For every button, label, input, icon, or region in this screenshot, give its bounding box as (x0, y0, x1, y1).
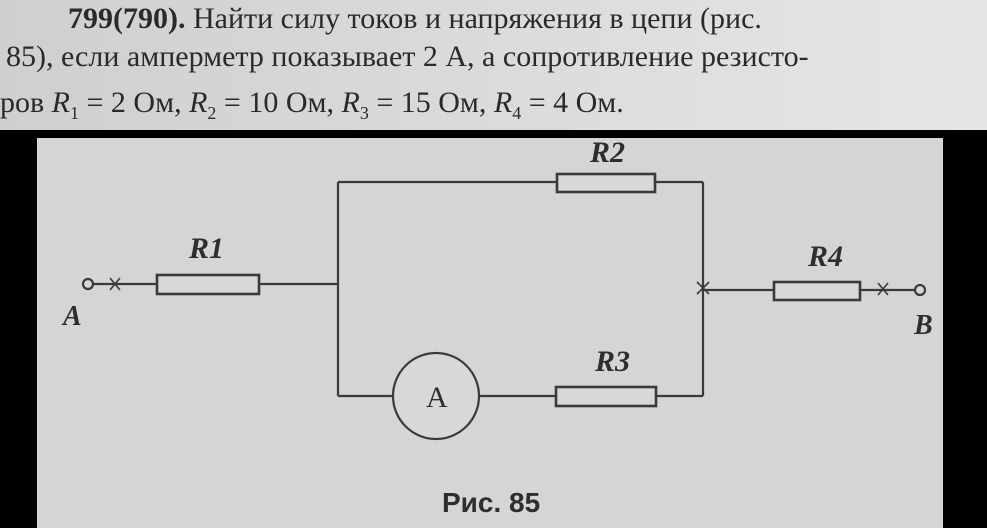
terminal-b-icon (913, 283, 927, 297)
problem-line-1-text: Найти силу токов и напряжения в цепи (ри… (185, 2, 762, 35)
r2-symbol: R (189, 86, 208, 119)
circuit-diagram: R1 R2 R3 R4 A A B Рис. 85 (61, 138, 933, 518)
problem-number: 799(790). (68, 2, 186, 35)
label-r2: R2 (589, 138, 625, 169)
problem-line-3-prefix: ров (0, 86, 52, 119)
resistor-r4 (772, 280, 862, 302)
resistor-r1 (155, 273, 261, 296)
label-r3: R3 (594, 345, 630, 378)
cross-mark-node-icon (696, 281, 710, 295)
r1-value: = 2 Ом, (79, 86, 190, 119)
problem-line-3: ров R1 = 2 Ом, R2 = 10 Ом, R3 = 15 Ом, R… (0, 86, 987, 130)
figure-caption: Рис. 85 (442, 487, 540, 518)
r2-value: = 10 Ом, (216, 86, 342, 119)
cross-mark-a-icon (109, 277, 121, 291)
r2-subscript: 2 (207, 103, 217, 123)
figure-panel: R1 R2 R3 R4 A A B Рис. 85 (37, 138, 943, 528)
r3-symbol: R (341, 86, 360, 119)
problem-line-2-text: 85), если амперметр показывает 2 А, а со… (6, 40, 809, 73)
r3-value: = 15 Ом, (368, 86, 494, 119)
problem-line-1: 799(790). Найти силу токов и напряжения … (0, 2, 987, 36)
label-node-b: B (913, 310, 933, 341)
label-node-a: A (61, 301, 82, 332)
r4-subscript: 4 (512, 103, 522, 123)
label-ammeter: A (426, 381, 448, 414)
r1-symbol: R (51, 86, 70, 119)
cross-mark-b-icon (877, 282, 889, 296)
r1-subscript: 1 (70, 103, 79, 123)
problem-line-2: 85), если амперметр показывает 2 А, а со… (0, 40, 987, 74)
label-r4: R4 (807, 240, 843, 273)
resistor-r3 (554, 385, 658, 408)
label-r1: R1 (188, 232, 224, 265)
terminal-a-icon (81, 277, 95, 291)
r3-subscript: 3 (359, 103, 369, 123)
r4-value: = 4 Ом. (521, 86, 624, 119)
resistor-r2 (555, 172, 657, 194)
problem-text: 799(790). Найти силу токов и напряжения … (0, 0, 987, 130)
r4-symbol: R (493, 86, 513, 119)
